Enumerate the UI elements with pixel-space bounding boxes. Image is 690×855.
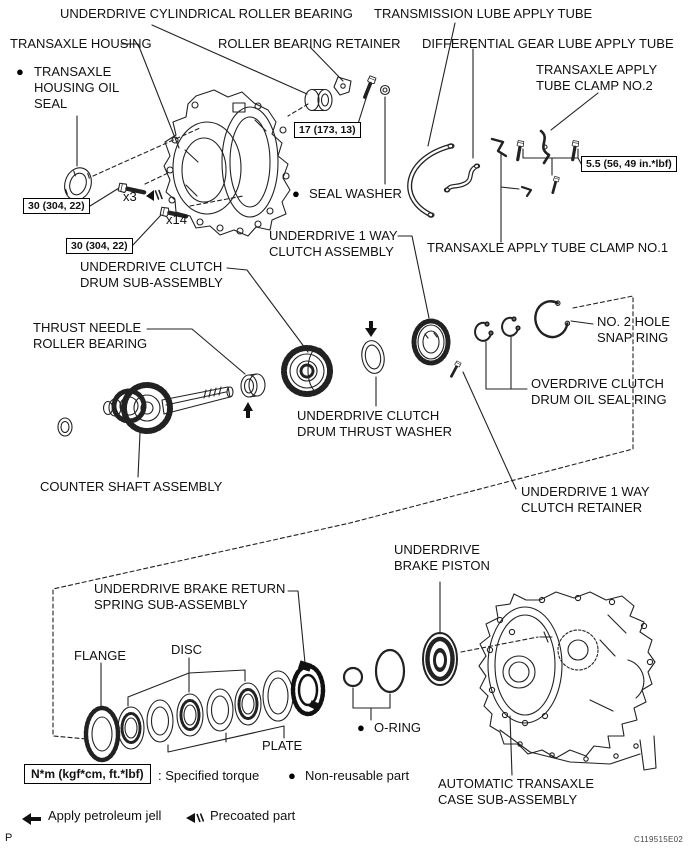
label-no2-hole-snap-ring: NO. 2 HOLE SNAP RING — [597, 314, 670, 345]
torque-box-5-5: 5.5 (56, 49 in.*lbf) — [581, 156, 677, 172]
1way-retainer-bolt — [447, 359, 463, 379]
plate-part — [206, 688, 234, 732]
non-reusable-bullet: ● — [357, 720, 365, 735]
plate-part — [146, 699, 174, 743]
page-marker: P — [5, 832, 13, 844]
underdrive-cylindrical-roller-bearing-part — [304, 88, 333, 112]
subassembly-boundary — [52, 295, 634, 740]
torque-box-30a: 30 (304, 22) — [23, 198, 90, 214]
brake-stack — [83, 660, 326, 763]
label-underdrive-brake-return-spring: UNDERDRIVE BRAKE RETURN SPRING SUB-ASSEM… — [94, 581, 286, 612]
label-roller-bearing-retainer: ROLLER BEARING RETAINER — [218, 36, 401, 51]
non-reusable-bullet: ● — [292, 186, 300, 201]
torque-box-30b: 30 (304, 22) — [66, 238, 133, 254]
label-automatic-transaxle-case-sub-assembly: AUTOMATIC TRANSAXLE CASE SUB-ASSEMBLY — [438, 776, 595, 807]
automatic-transaxle-case-drawing — [478, 591, 657, 771]
up-arrow-marker — [243, 402, 253, 418]
label-underdrive-cylindrical-roller-bearing: UNDERDRIVE CYLINDRICAL ROLLER BEARING — [60, 6, 353, 21]
plate-part — [262, 670, 294, 722]
precoated-part-icon — [184, 811, 205, 829]
o-ring-parts — [342, 648, 406, 694]
label-overdrive-clutch-drum-oil-seal-ring: OVERDRIVE CLUTCH DRUM OIL SEAL RING — [531, 376, 667, 407]
counter-shaft-assembly-part — [102, 382, 234, 434]
legend-torque-box: N*m (kgf*cm, ft.*lbf) — [24, 764, 151, 784]
label-flange: FLANGE — [74, 648, 127, 663]
label-underdrive-brake-piston: UNDERDRIVE BRAKE PISTON — [394, 542, 490, 573]
label-differential-gear-lube-apply-tube: DIFFERENTIAL GEAR LUBE APPLY TUBE — [422, 36, 674, 51]
label-transaxle-apply-tube-clamp-no2: TRANSAXLE APPLY TUBE CLAMP NO.2 — [536, 62, 658, 93]
overdrive-clutch-drum-oil-seal-rings — [474, 316, 521, 342]
disc-part — [234, 682, 262, 726]
seal-washer-part — [379, 84, 391, 96]
label-transmission-lube-apply-tube: TRANSMISSION LUBE APPLY TUBE — [374, 6, 593, 21]
down-arrow-marker — [365, 321, 377, 337]
precoated-icon — [146, 189, 163, 201]
label-o-ring: O-RING — [374, 720, 421, 735]
label-disc: DISC — [171, 642, 203, 657]
legend-non-reusable: Non-reusable part — [305, 768, 410, 783]
transmission-lube-apply-tube-part — [407, 143, 455, 218]
differential-gear-lube-apply-tube-part — [443, 163, 481, 193]
underdrive-clutch-drum-thrust-washer-part — [361, 340, 385, 374]
retainer-bolt — [359, 73, 379, 101]
underdrive-1way-clutch-part — [411, 318, 451, 366]
transaxle-apply-tube-clamp-no1-part — [490, 137, 533, 198]
underdrive-clutch-drum-part — [281, 345, 333, 397]
label-thrust-needle-roller-bearing: THRUST NEEDLE ROLLER BEARING — [33, 320, 148, 351]
transaxle-apply-tube-clamp-no2-part — [539, 129, 551, 165]
label-underdrive-clutch-drum-sub-assembly: UNDERDRIVE CLUTCH DRUM SUB-ASSEMBLY — [80, 259, 223, 290]
label-underdrive-1way-clutch-retainer: UNDERDRIVE 1 WAY CLUTCH RETAINER — [521, 484, 650, 515]
quantity-x14: x14 — [166, 212, 187, 227]
label-seal-washer: SEAL WASHER — [309, 186, 402, 201]
disc-part — [117, 706, 145, 750]
counter-shaft-ring — [57, 417, 73, 437]
non-reusable-bullet: ● — [16, 64, 24, 79]
label-transaxle-housing: TRANSAXLE HOUSING — [10, 36, 152, 51]
legend-precoated: Precoated part — [210, 808, 296, 823]
underdrive-brake-piston-part — [422, 632, 458, 686]
thrust-needle-roller-bearing-part — [240, 373, 266, 398]
apply-petroleum-jell-icon — [22, 812, 42, 830]
underdrive-brake-return-spring-part — [290, 660, 326, 717]
legend-torque-desc: : Specified torque — [158, 768, 260, 783]
disc-part — [176, 693, 204, 737]
leader-lines — [76, 22, 599, 776]
label-transaxle-housing-oil-seal: TRANSAXLE HOUSING OIL SEAL — [34, 64, 120, 111]
quantity-x3: x3 — [123, 189, 137, 204]
figure-code: C119515E02 — [634, 835, 684, 844]
no2-hole-snap-ring-part — [534, 300, 571, 339]
label-transaxle-apply-tube-clamp-no1: TRANSAXLE APPLY TUBE CLAMP NO.1 — [427, 240, 669, 255]
transaxle-housing-drawing — [163, 89, 291, 237]
flange-part — [83, 705, 121, 763]
roller-bearing-retainer-part — [333, 76, 352, 96]
label-underdrive-clutch-drum-thrust-washer: UNDERDRIVE CLUTCH DRUM THRUST WASHER — [297, 408, 453, 439]
clamp-bolt-3 — [548, 174, 561, 195]
label-plate: PLATE — [262, 738, 303, 753]
non-reusable-bullet: ● — [288, 768, 296, 783]
legend-petroleum: Apply petroleum jell — [48, 808, 162, 823]
label-counter-shaft-assembly: COUNTER SHAFT ASSEMBLY — [40, 479, 223, 494]
label-underdrive-1way-clutch-assembly: UNDERDRIVE 1 WAY CLUTCH ASSEMBLY — [269, 228, 398, 259]
torque-box-17: 17 (173, 13) — [294, 122, 361, 138]
